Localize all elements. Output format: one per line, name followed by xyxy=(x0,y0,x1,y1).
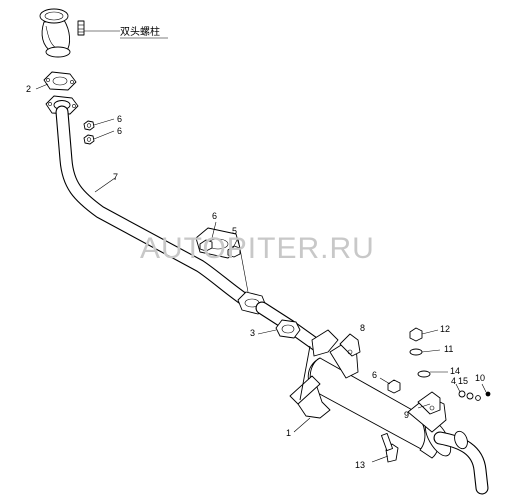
hanger-bracket xyxy=(289,329,339,419)
tailpipe xyxy=(433,430,489,495)
label-11: 11 xyxy=(444,344,453,354)
label-2: 2 xyxy=(26,84,31,94)
muffler-clamp-front xyxy=(329,333,361,379)
label-1: 1 xyxy=(286,428,291,438)
small-hardware xyxy=(458,390,491,401)
label-14: 14 xyxy=(450,366,460,376)
washer-14 xyxy=(417,370,431,378)
washer-11 xyxy=(409,348,423,356)
label-3: 3 xyxy=(250,328,255,338)
gasket-3 xyxy=(275,319,301,339)
label-5: 15 xyxy=(458,376,468,386)
label-12: 12 xyxy=(440,324,450,334)
label-8: 8 xyxy=(360,323,365,333)
front-flange xyxy=(45,95,79,115)
flange-nut xyxy=(83,120,95,131)
nut-12 xyxy=(409,327,423,342)
clamp-bolt xyxy=(380,433,399,463)
watermark: AUTOPITER.RU xyxy=(140,232,375,265)
front-exhaust-pipe xyxy=(55,105,255,309)
mid-bracket xyxy=(195,227,241,259)
flange-nut xyxy=(83,134,95,145)
label-7: 7 xyxy=(113,172,118,182)
label-6: 6 xyxy=(117,114,122,124)
callout-stud-bolt: 双头螺柱 xyxy=(120,25,160,38)
label-13: 13 xyxy=(355,460,365,470)
exhaust-elbow xyxy=(39,8,71,58)
label-9: 9 xyxy=(404,410,409,420)
label-6: 6 xyxy=(212,211,217,221)
label-5: 5 xyxy=(232,226,237,236)
muffler-nut xyxy=(387,379,401,394)
label-6: 6 xyxy=(117,126,122,136)
label-10: 10 xyxy=(475,373,485,383)
stud-bolt xyxy=(77,20,85,36)
label-4: 4 xyxy=(451,376,456,386)
muffler-clamp-rear xyxy=(407,391,447,433)
label-6: 6 xyxy=(372,370,377,380)
gasket xyxy=(43,71,77,91)
